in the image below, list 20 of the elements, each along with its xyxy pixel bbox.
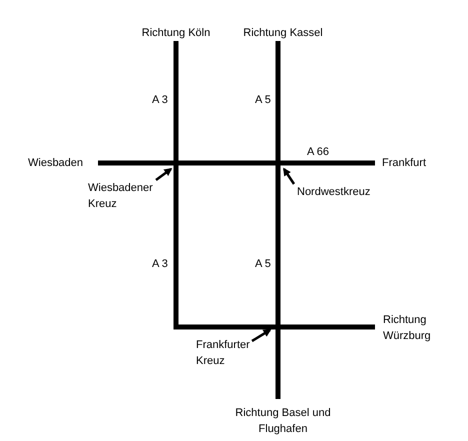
road-number: A 3 xyxy=(152,257,168,271)
road-number: A 3 xyxy=(152,93,168,107)
pointer-arrow xyxy=(282,168,296,185)
road-line xyxy=(174,41,375,330)
place-label: Richtung Köln xyxy=(126,25,226,41)
road-number: A 5 xyxy=(255,257,271,271)
road-line xyxy=(98,160,375,166)
place-label: Wiesbadener Kreuz xyxy=(88,180,156,212)
place-label: Richtung Kassel xyxy=(228,25,338,41)
road-line xyxy=(276,41,280,399)
place-label: Richtung Würzburg xyxy=(383,312,453,344)
place-label: Frankfurt xyxy=(382,155,442,171)
pointer-arrow xyxy=(251,328,272,342)
place-label: Frankfurter Kreuz xyxy=(196,337,252,369)
road-number: A 5 xyxy=(255,93,271,107)
place-label: Richtung Basel und Flughafen xyxy=(233,405,333,437)
road-number: A 66 xyxy=(307,145,330,159)
place-label: Nordwestkreuz xyxy=(297,184,377,200)
pointer-arrow xyxy=(155,168,172,181)
place-label: Wiesbaden xyxy=(28,155,92,171)
